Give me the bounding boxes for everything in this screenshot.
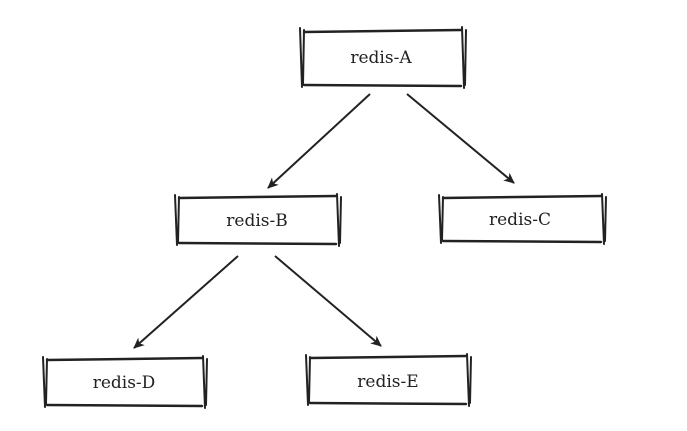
node-label: redis-B [226,211,287,231]
node-label: redis-D [93,373,156,393]
edge-a-to-b [267,93,371,189]
node-redis-c[interactable]: redis-C [438,193,607,245]
edge-b-to-d [133,255,239,349]
edge-b-to-e [274,255,382,347]
node-redis-e[interactable]: redis-E [305,353,472,407]
node-redis-d[interactable]: redis-D [42,355,208,409]
node-label: redis-A [350,48,412,68]
node-redis-b[interactable]: redis-B [174,193,342,247]
node-label: redis-C [489,210,551,230]
edges [133,93,515,349]
node-redis-a[interactable]: redis-A [299,26,467,89]
edge-a-to-c [406,93,515,184]
node-label: redis-E [357,372,418,392]
